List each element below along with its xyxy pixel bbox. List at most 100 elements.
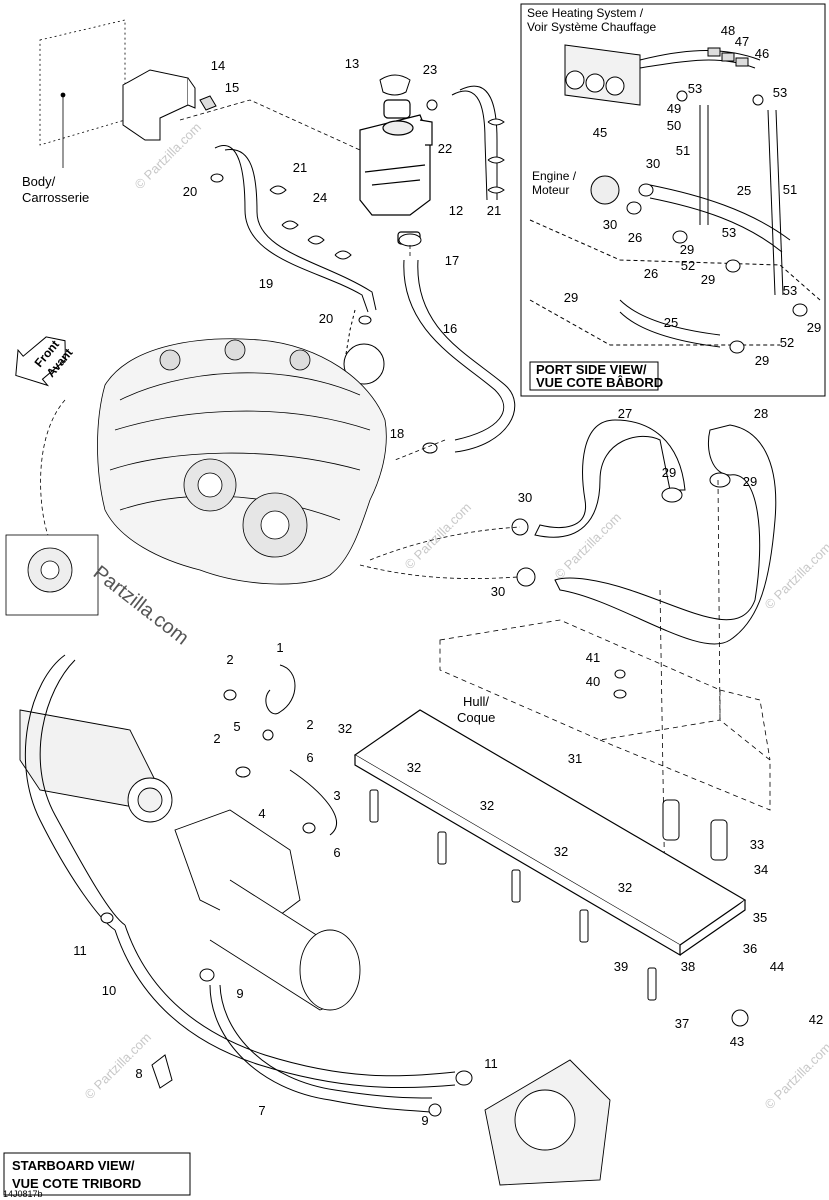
callout-16: 16 — [443, 321, 457, 336]
callout-5: 5 — [233, 719, 240, 734]
callout-24: 24 — [313, 190, 327, 205]
callout-2a: 2 — [226, 652, 233, 667]
callout-25b: 25 — [664, 315, 678, 330]
callout-3: 3 — [333, 788, 340, 803]
hoses-lower — [24, 654, 456, 1113]
callout-23: 23 — [423, 62, 437, 77]
callout-32b: 32 — [407, 760, 421, 775]
callout-51a: 51 — [676, 143, 690, 158]
coolant-tank — [359, 99, 433, 245]
callout-22: 22 — [438, 141, 452, 156]
callout-40: 40 — [586, 674, 600, 689]
callout-4: 4 — [258, 806, 265, 821]
callout-28: 28 — [754, 406, 768, 421]
callout-2b: 2 — [306, 717, 313, 732]
callout-18: 18 — [390, 426, 404, 441]
callout-21b: 21 — [487, 203, 501, 218]
callout-19: 19 — [259, 276, 273, 291]
hull-outline — [439, 479, 771, 901]
watermark-small: © Partzilla.com — [762, 1040, 829, 1113]
detail-circle — [343, 343, 385, 385]
callout-53a: 53 — [688, 81, 702, 96]
clamps-upper — [210, 99, 505, 454]
callout-43: 43 — [730, 1034, 744, 1049]
callout-8: 8 — [135, 1066, 142, 1081]
callout-29f: 29 — [662, 465, 676, 480]
engine-label-line1: Engine / — [532, 169, 577, 183]
watermark-main: Partzilla.com — [89, 562, 193, 650]
connection-lines — [40, 99, 521, 579]
callout-27: 27 — [618, 406, 632, 421]
callout-46: 46 — [755, 46, 769, 61]
callout-38: 38 — [681, 959, 695, 974]
callout-33: 33 — [750, 837, 764, 852]
callout-29e: 29 — [755, 353, 769, 368]
hull-label-line1: Hull/ — [463, 694, 489, 709]
callout-20b: 20 — [319, 311, 333, 326]
callout-29d: 29 — [807, 320, 821, 335]
callout-11a: 11 — [73, 943, 87, 958]
callout-11b: 11 — [484, 1056, 498, 1071]
plate-bolts — [369, 669, 749, 1027]
callout-12: 12 — [449, 203, 463, 218]
callout-30c: 30 — [518, 490, 532, 505]
engine-label-line2: Moteur — [532, 183, 569, 197]
mount-plate — [353, 709, 747, 957]
callout-41: 41 — [586, 650, 600, 665]
callout-25a: 25 — [737, 183, 751, 198]
callout-7: 7 — [258, 1103, 265, 1118]
callout-32d: 32 — [554, 844, 568, 859]
callout-31: 31 — [568, 751, 582, 766]
callout-15: 15 — [225, 80, 239, 95]
jet-pump-housing — [484, 1059, 611, 1186]
callout-52b: 52 — [780, 335, 794, 350]
body-label-line1: Body/ — [22, 174, 56, 189]
callout-34: 34 — [754, 862, 768, 877]
tank-cap — [379, 74, 411, 96]
callout-47: 47 — [735, 34, 749, 49]
callout-20a: 20 — [183, 184, 197, 199]
watermark-small: © Partzilla.com — [82, 1030, 155, 1103]
starboard-title-line1: STARBOARD VIEW/ — [12, 1158, 135, 1173]
callout-53b: 53 — [773, 85, 787, 100]
callout-49: 49 — [667, 101, 681, 116]
callout-30b: 30 — [603, 217, 617, 232]
starboard-box — [3, 1152, 191, 1196]
callout-1: 1 — [276, 640, 283, 655]
port-side-box — [520, 3, 826, 397]
callout-6a: 6 — [306, 750, 313, 765]
callout-37: 37 — [675, 1016, 689, 1031]
callout-10: 10 — [102, 983, 116, 998]
hoses-right — [534, 419, 777, 645]
callout-13: 13 — [345, 56, 359, 71]
heating-ref-line1: See Heating System / — [527, 6, 644, 20]
front-arrow — [15, 336, 66, 387]
callout-21a: 21 — [293, 160, 307, 175]
bracket-14 — [122, 69, 217, 141]
callout-36: 36 — [743, 941, 757, 956]
exhaust-assembly — [19, 709, 361, 1011]
callout-30a: 30 — [646, 156, 660, 171]
callout-26b: 26 — [644, 266, 658, 281]
port-side-title-line2: VUE COTE BÂBORD — [536, 375, 663, 390]
watermark-small: © Partzilla.com — [402, 500, 475, 573]
callout-29b: 29 — [701, 272, 715, 287]
callout-14: 14 — [211, 58, 225, 73]
callout-35: 35 — [753, 910, 767, 925]
callout-29g: 29 — [743, 474, 757, 489]
detail-inset-box — [5, 534, 99, 616]
hoses-upper — [214, 85, 516, 453]
callout-30d: 30 — [491, 584, 505, 599]
callout-39: 39 — [614, 959, 628, 974]
heating-ref-line2: Voir Système Chauffage — [527, 20, 657, 34]
callout-26a: 26 — [628, 230, 642, 245]
callout-9a: 9 — [236, 986, 243, 1001]
callout-44: 44 — [770, 959, 784, 974]
engine — [97, 338, 387, 585]
callout-9b: 9 — [421, 1113, 428, 1128]
callout-32e: 32 — [618, 880, 632, 895]
callout-50: 50 — [667, 118, 681, 133]
callout-17: 17 — [445, 253, 459, 268]
callout-45: 45 — [593, 125, 607, 140]
